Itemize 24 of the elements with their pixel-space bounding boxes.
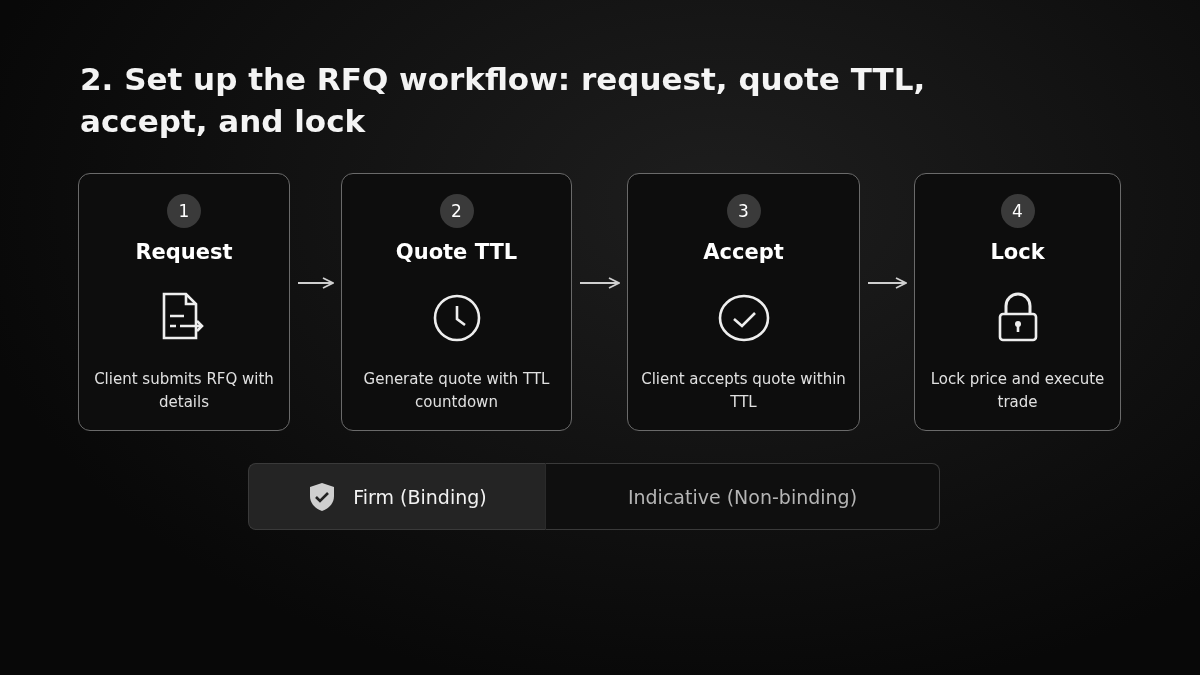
title: 2. Set up the RFQ workflow: request, quote TTL, accept, and lock bbox=[80, 60, 927, 141]
step-number: 3 bbox=[726, 194, 761, 228]
arrow bbox=[579, 277, 620, 289]
step-card bbox=[914, 173, 1121, 431]
step-description: Generate quote with TTL countdown bbox=[362, 369, 551, 413]
step-number: 4 bbox=[1000, 194, 1035, 228]
arrow bbox=[867, 277, 907, 289]
step-card bbox=[78, 173, 290, 431]
step-description: Lock price and execute trade bbox=[929, 369, 1106, 413]
arrow bbox=[297, 277, 334, 289]
step-title: Lock bbox=[990, 240, 1045, 264]
toggle-option-selected bbox=[248, 463, 546, 530]
step-title: Quote TTL bbox=[395, 240, 518, 264]
step-title: Accept bbox=[703, 240, 784, 264]
option-label: Indicative (Non-binding) bbox=[627, 485, 858, 508]
step-description: Client accepts quote within TTL bbox=[640, 369, 847, 413]
step-number: 2 bbox=[439, 194, 474, 228]
toggle-option bbox=[546, 463, 940, 530]
step-title: Request bbox=[135, 240, 233, 264]
step-number: 1 bbox=[167, 194, 201, 228]
option-label: Firm (Binding) bbox=[353, 485, 487, 508]
step-description: Client submits RFQ with details bbox=[93, 369, 275, 413]
step-card bbox=[627, 173, 860, 431]
step-card bbox=[341, 173, 572, 431]
